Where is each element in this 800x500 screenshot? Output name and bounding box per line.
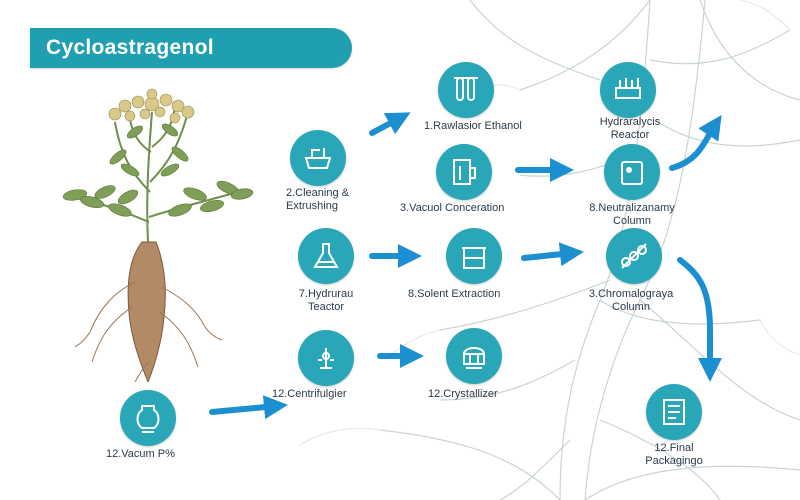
step-label: 8.Neutralizanamy Column bbox=[576, 202, 688, 228]
washing-sink-icon bbox=[304, 148, 332, 169]
step-label-line1: 7.Hydrurau bbox=[298, 288, 354, 300]
step-circle bbox=[646, 384, 702, 440]
step-circle bbox=[120, 390, 176, 446]
step-label: 12.Crystallizer bbox=[428, 388, 498, 400]
step-label-line2: Teactor bbox=[307, 301, 345, 313]
beaker-icon bbox=[453, 159, 476, 185]
astragalus-plant-illustration bbox=[62, 88, 254, 382]
step-label: 8.Solent Extraction bbox=[408, 288, 501, 300]
step-label: 7.Hydrurau Teactor bbox=[280, 288, 372, 314]
step-label: 12.Final Packagingo bbox=[622, 442, 726, 468]
step-label-line2: Column bbox=[612, 301, 650, 313]
flask-icon bbox=[313, 243, 339, 268]
step-label-line1: 12.Final bbox=[654, 442, 694, 454]
step-label-line1: 3.Chromalograya bbox=[588, 288, 674, 300]
step-label-line2: Column bbox=[613, 215, 651, 227]
step-circle bbox=[298, 228, 354, 284]
step-label-line1: Hydraralycis bbox=[599, 116, 661, 128]
step-circle bbox=[436, 144, 492, 200]
vessel-array-icon bbox=[615, 78, 641, 99]
step-label-line1: 8.Neutralizanamy bbox=[589, 202, 675, 214]
step-label: Hydraralycis Reactor bbox=[590, 116, 670, 142]
chromatography-column-icon bbox=[621, 243, 647, 269]
step-label: 12.Vacum P% bbox=[106, 448, 175, 460]
step-label: 2.Cleaning & Extrushing bbox=[286, 187, 349, 213]
step-circle bbox=[438, 62, 494, 118]
step-circle bbox=[446, 228, 502, 284]
crystallizer-icon bbox=[462, 347, 486, 369]
vacuum-vessel-icon bbox=[136, 405, 160, 433]
packaging-icon bbox=[663, 399, 685, 425]
step-label: 1.Rawlasior Ethanol bbox=[424, 120, 522, 132]
step-label: 3.Chromalograya Column bbox=[566, 288, 696, 314]
title-banner: Cycloastragenol bbox=[30, 28, 352, 68]
centrifuge-icon bbox=[318, 348, 334, 369]
page-title: Cycloastragenol bbox=[46, 36, 214, 59]
step-label-line2: Packagingo bbox=[645, 455, 703, 467]
test-tube-icon bbox=[454, 77, 478, 101]
step-circle bbox=[604, 144, 660, 200]
step-circle bbox=[606, 228, 662, 284]
step-circle bbox=[290, 130, 346, 186]
step-label-line2: Reactor bbox=[610, 129, 650, 141]
extraction-tank-icon bbox=[462, 247, 486, 269]
step-label-line1: 2.Cleaning & bbox=[286, 187, 349, 199]
step-label-line2: Extrushing bbox=[286, 200, 338, 212]
step-label: 3.Vacuol Conceration bbox=[400, 202, 505, 214]
step-circle bbox=[298, 330, 354, 386]
step-label: 12.Centrifulgier bbox=[272, 388, 347, 400]
step-circle bbox=[600, 62, 656, 118]
neutralization-tank-icon bbox=[621, 161, 643, 185]
step-circle bbox=[446, 328, 502, 384]
